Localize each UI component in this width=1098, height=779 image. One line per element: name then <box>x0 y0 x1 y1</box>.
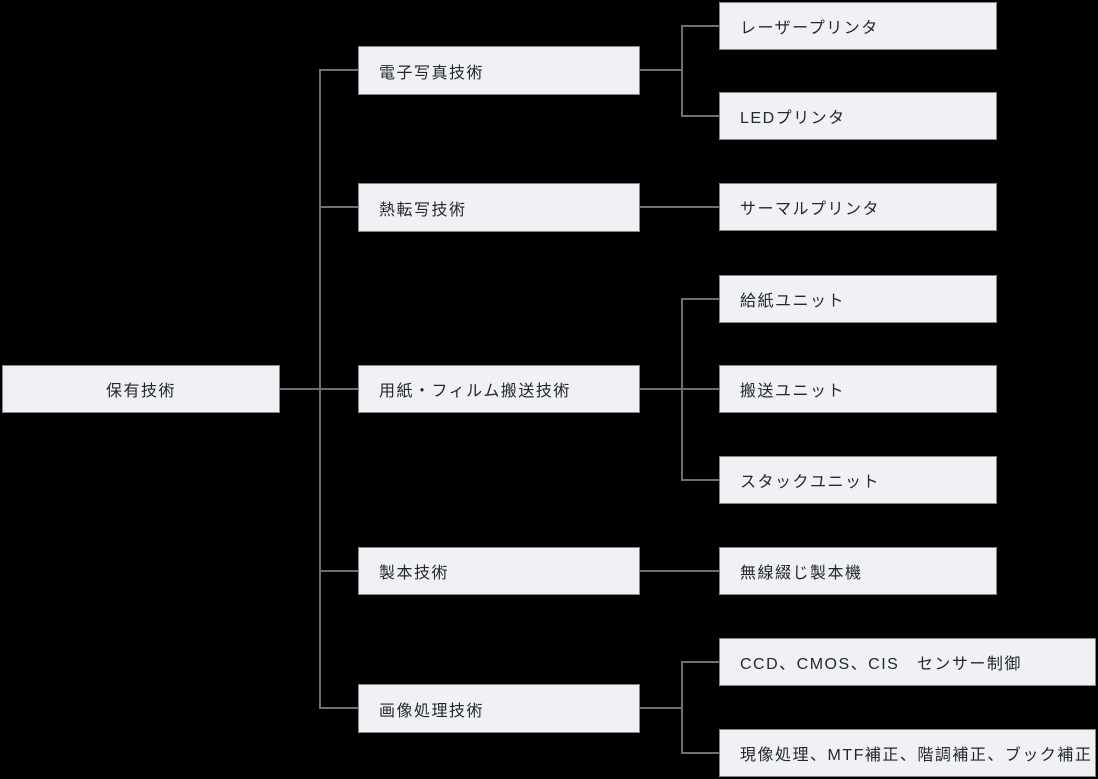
node-label: スタックユニット <box>740 474 881 491</box>
connector-line <box>681 661 683 754</box>
connector-line <box>319 707 358 709</box>
node-label: 製本技術 <box>379 565 450 582</box>
node-label: 保有技術 <box>105 383 176 400</box>
connector-line <box>681 298 719 300</box>
connector-line <box>319 570 358 572</box>
node-thermal-transfer-tech: 熱転写技術 <box>358 183 640 232</box>
node-label: 無線綴じ製本機 <box>740 565 863 582</box>
node-label: CCD、CMOS、CIS センサー制御 <box>740 656 1022 673</box>
connector-line <box>681 115 719 117</box>
node-core-technology: 保有技術 <box>2 365 280 413</box>
connector-line <box>640 69 683 71</box>
node-led-printer: LEDプリンタ <box>719 92 997 140</box>
node-label: 搬送ユニット <box>740 383 846 400</box>
connector-line <box>319 69 358 71</box>
connector-line <box>319 206 358 208</box>
node-label: 電子写真技術 <box>379 64 485 82</box>
connector-line <box>681 661 719 663</box>
node-laser-printer: レーザープリンタ <box>719 2 997 50</box>
node-paper-feed-unit: 給紙ユニット <box>719 275 997 323</box>
connector-line <box>640 570 719 572</box>
connector-line <box>681 25 683 117</box>
connector-line <box>640 388 719 390</box>
node-bookbinding-tech: 製本技術 <box>358 547 640 595</box>
node-stack-unit: スタックユニット <box>719 456 997 504</box>
node-label: 用紙・フィルム搬送技術 <box>379 383 571 400</box>
node-image-correction: 現像処理、MTF補正、階調補正、ブック補正 <box>719 729 1096 777</box>
node-label: レーザープリンタ <box>740 20 879 37</box>
connector-line <box>681 25 719 27</box>
node-label: 給紙ユニット <box>740 293 846 310</box>
node-label: 画像処理技術 <box>379 702 485 720</box>
node-thermal-printer: サーマルプリンタ <box>719 183 997 231</box>
connector-line <box>280 388 358 390</box>
node-sensor-control: CCD、CMOS、CIS センサー制御 <box>719 638 1096 686</box>
node-label: LEDプリンタ <box>740 110 846 127</box>
connector-line <box>640 206 719 208</box>
node-image-processing-tech: 画像処理技術 <box>358 684 640 733</box>
node-label: 現像処理、MTF補正、階調補正、ブック補正 <box>740 747 1093 764</box>
node-label: サーマルプリンタ <box>740 201 881 218</box>
node-perfect-binding-machine: 無線綴じ製本機 <box>719 547 997 595</box>
node-electrophotography-tech: 電子写真技術 <box>358 46 640 95</box>
node-label: 熱転写技術 <box>379 201 467 219</box>
connector-line <box>681 298 683 481</box>
connector-line <box>681 752 719 754</box>
connector-line <box>640 707 683 709</box>
node-transport-unit: 搬送ユニット <box>719 365 997 413</box>
connector-line <box>681 479 719 481</box>
node-paper-film-transport-tech: 用紙・フィルム搬送技術 <box>358 365 640 413</box>
